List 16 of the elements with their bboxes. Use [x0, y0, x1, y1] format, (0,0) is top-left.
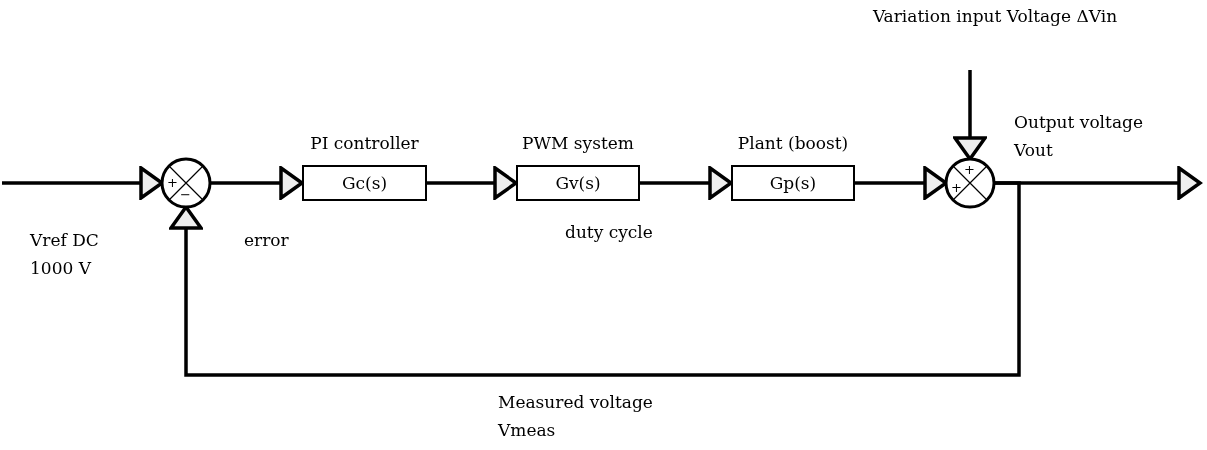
summing-junction — [160, 157, 212, 209]
block-caption: PWM system — [522, 133, 634, 153]
sign-label: + — [964, 163, 975, 176]
sign-label: + — [951, 181, 962, 194]
block-label: Gv(s) — [555, 173, 601, 193]
block-label: Gc(s) — [341, 173, 388, 193]
arrow — [169, 181, 1021, 377]
block-label: Gp(s) — [769, 173, 817, 193]
arrow — [427, 166, 518, 200]
sign-label: − — [180, 188, 191, 201]
arrow — [210, 166, 304, 200]
arrow — [640, 166, 733, 200]
sign-label: + — [167, 176, 178, 189]
block-caption: Plant (boost) — [737, 133, 849, 153]
block-caption: PI controller — [310, 133, 419, 153]
summing-junction — [944, 157, 996, 209]
